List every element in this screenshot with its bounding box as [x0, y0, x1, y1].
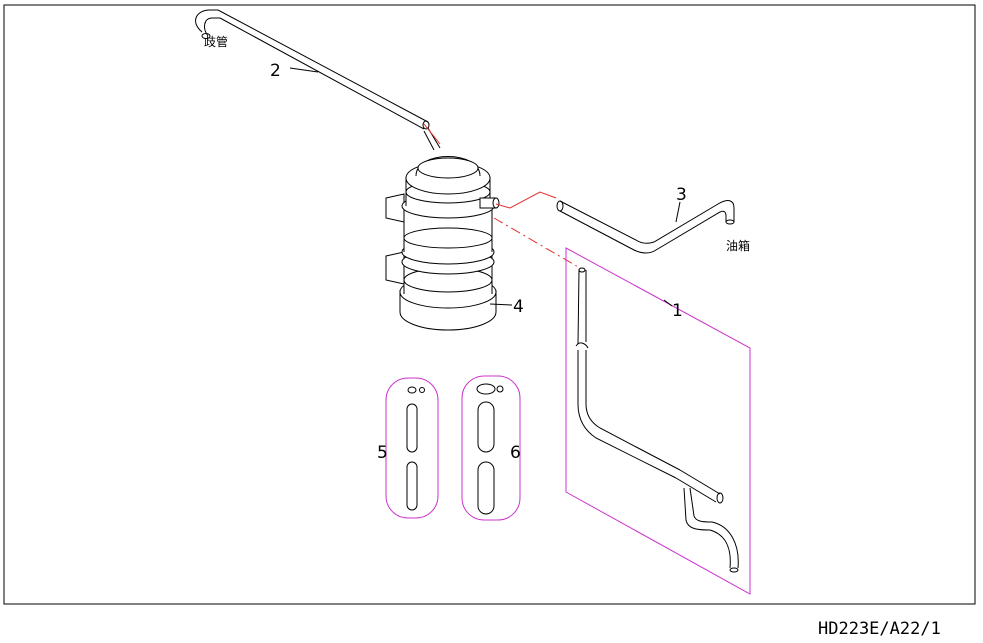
callout-box-1	[565, 247, 751, 595]
hose-part-3	[556, 200, 735, 254]
label-part-1: 1	[672, 301, 683, 321]
hose-part-2	[195, 9, 441, 151]
label-part-5: 5	[377, 443, 388, 463]
leader-line-1	[663, 299, 673, 307]
hose-part-6	[476, 383, 504, 515]
leader-line-2	[289, 67, 319, 73]
drawing-code: HD223E/A22/1	[818, 619, 941, 639]
label-part-6: 6	[510, 443, 521, 463]
label-part-4: 4	[513, 297, 524, 317]
center-line-2	[423, 123, 441, 145]
canister-part-4	[385, 156, 500, 331]
center-line-1	[493, 217, 581, 269]
hose-part-5	[406, 386, 425, 511]
label-tank: 油箱	[726, 238, 750, 253]
drawing-frame	[3, 4, 976, 605]
leader-line-4	[489, 303, 513, 306]
label-part-2: 2	[270, 61, 281, 81]
label-manifold: 歧管	[204, 34, 228, 49]
center-line-3	[495, 191, 557, 209]
hose-part-1	[575, 267, 739, 573]
label-part-3: 3	[676, 185, 687, 205]
callout-box-5	[385, 377, 439, 519]
leader-line-3	[675, 201, 681, 223]
callout-box-6	[461, 375, 521, 521]
